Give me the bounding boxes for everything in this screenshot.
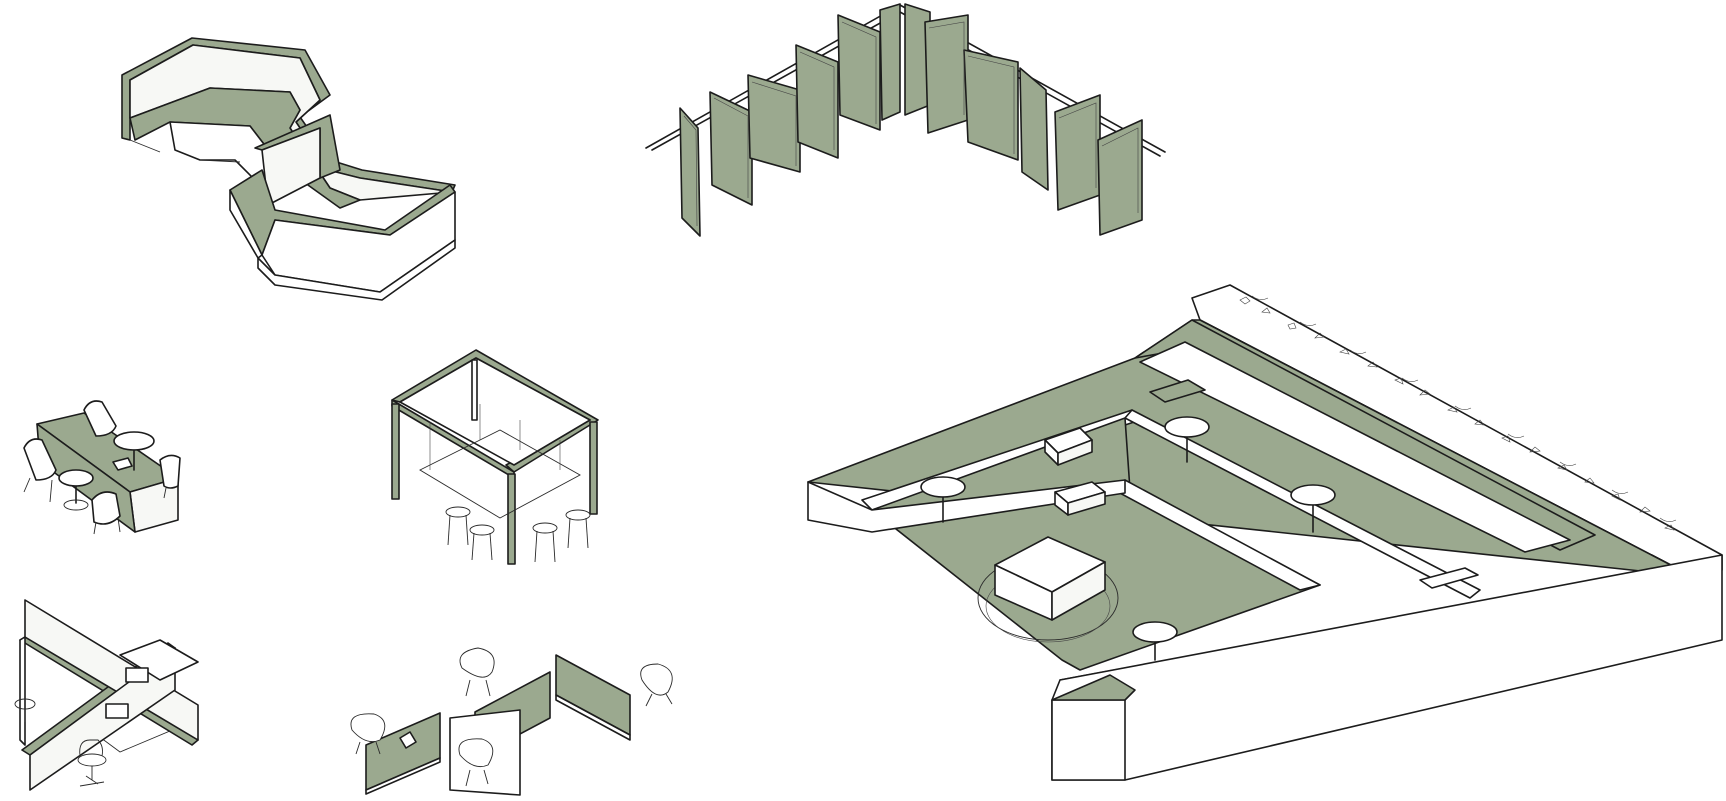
zigzag-screens-with-chairs xyxy=(350,647,673,796)
pergola-meeting-pod xyxy=(391,349,599,565)
hexagonal-booth xyxy=(121,37,456,301)
workstation-cross xyxy=(14,599,199,791)
lounge-desk-cluster xyxy=(23,400,181,535)
folding-partition xyxy=(645,3,1166,237)
stepped-seating-platform xyxy=(807,284,1723,781)
